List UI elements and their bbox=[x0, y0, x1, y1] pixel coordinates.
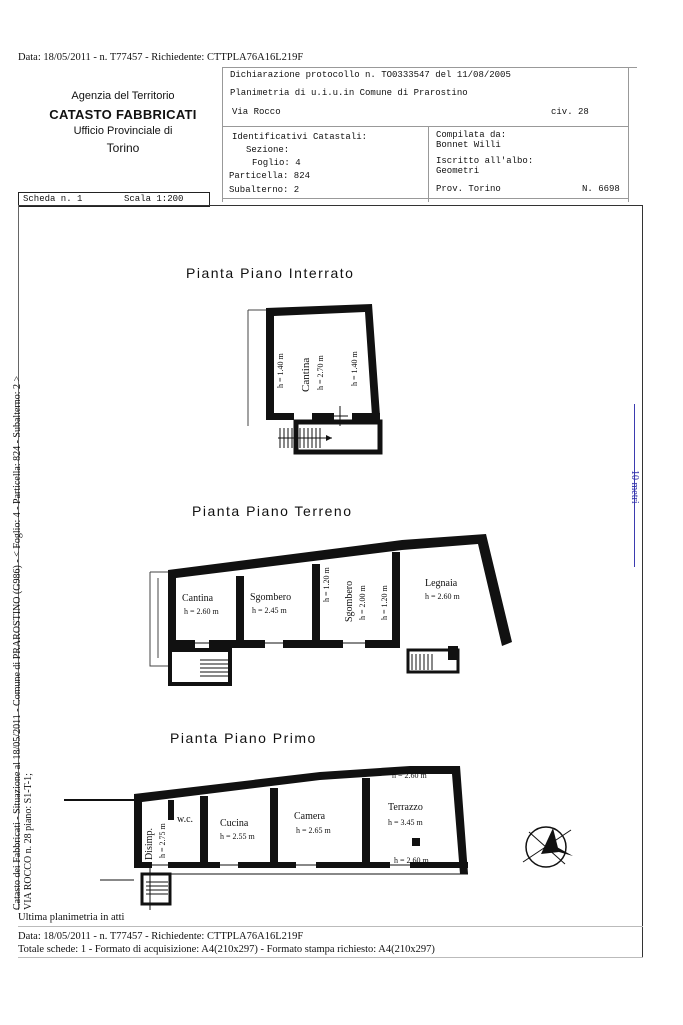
primo-cucina-h: h = 2.55 m bbox=[220, 832, 255, 841]
interrato-plan bbox=[247, 304, 383, 455]
frame-line bbox=[18, 205, 19, 910]
primo-camera-h: h = 2.65 m bbox=[296, 826, 331, 835]
primo-title: Pianta Piano Primo bbox=[170, 730, 317, 746]
registration-number: N. 6698 bbox=[582, 184, 620, 194]
terreno-cantina-h: h = 2.60 m bbox=[184, 607, 219, 616]
civic-number: civ. 28 bbox=[551, 107, 589, 117]
primo-room-cucina: Cucina bbox=[220, 818, 249, 829]
planimetry-line: Planimetria di u.i.u.in Comune di Praros… bbox=[230, 88, 468, 98]
interrato-h-left: h = 1.40 m bbox=[276, 353, 285, 388]
primo-h-top: h = 2.60 m bbox=[392, 771, 427, 780]
primo-room-camera: Camera bbox=[294, 811, 326, 822]
foglio: Foglio: 4 bbox=[252, 158, 301, 168]
registered-value: Geometri bbox=[436, 166, 480, 176]
frame-line bbox=[222, 126, 628, 127]
north-compass-icon bbox=[522, 826, 573, 868]
frame-line bbox=[222, 67, 637, 68]
scale-bar bbox=[634, 404, 635, 567]
primo-room-terrazzo: Terrazzo bbox=[388, 802, 423, 813]
agency-office: Ufficio Provinciale di bbox=[73, 125, 173, 137]
footer-totale: Totale schede: 1 - Formato di acquisizio… bbox=[18, 944, 435, 955]
request-line: Data: 18/05/2011 - n. T77457 - Richieden… bbox=[18, 52, 304, 63]
primo-terrazzo-h: h = 3.45 m bbox=[388, 818, 423, 827]
agency-name: Agenzia del Territorio bbox=[71, 90, 175, 102]
interrato-h-main: h = 2.70 m bbox=[316, 355, 325, 390]
registered-label: Iscritto all'albo: bbox=[436, 156, 534, 166]
terreno-plan bbox=[149, 534, 512, 686]
primo-plan bbox=[64, 766, 468, 910]
sezione: Sezione: bbox=[246, 145, 290, 155]
primo-h-bottom: h = 2.60 m bbox=[394, 856, 429, 865]
terreno-legnaia-h: h = 2.60 m bbox=[425, 592, 460, 601]
primo-room-disimp: Disimp. bbox=[144, 828, 155, 860]
ident-title: Identificativi Catastali: bbox=[232, 132, 368, 142]
frame-line bbox=[18, 957, 643, 958]
side-line-1: Catasto dei Fabbricati - Situazione al 1… bbox=[12, 375, 23, 910]
frame-line bbox=[18, 205, 643, 206]
scala: Scala 1:200 bbox=[124, 194, 184, 204]
frame-line bbox=[18, 926, 643, 927]
terreno-h-120-b: h = 1.20 m bbox=[380, 585, 389, 620]
agency-catasto: CATASTO FABBRICATI bbox=[49, 107, 197, 122]
frame-line bbox=[428, 126, 429, 202]
compiled-label: Compilata da: bbox=[436, 130, 507, 140]
street-line: Via Rocco bbox=[232, 107, 281, 117]
interrato-title: Pianta Piano Interrato bbox=[186, 265, 355, 281]
terreno-title: Pianta Piano Terreno bbox=[192, 503, 353, 519]
frame-line bbox=[628, 67, 629, 202]
terreno-room-sgombero-1: Sgombero bbox=[250, 592, 292, 603]
scheda-box bbox=[18, 192, 210, 207]
scale-bar-label: 10 metri bbox=[629, 470, 640, 504]
primo-disimp-h: h = 2.75 m bbox=[158, 823, 167, 858]
interrato-room-cantina: Cantina bbox=[300, 357, 312, 392]
terreno-room-legnaia: Legnaia bbox=[425, 578, 458, 589]
terreno-sgombero-1-h: h = 2.45 m bbox=[252, 606, 287, 615]
frame-line bbox=[222, 67, 223, 202]
last-planimetry: Ultima planimetria in atti bbox=[18, 912, 125, 923]
scheda: Scheda n. 1 bbox=[23, 194, 83, 204]
terreno-room-cantina: Cantina bbox=[182, 593, 214, 604]
terreno-sgombero-2-h: h = 2.00 m bbox=[358, 585, 367, 620]
particella: Particella: 824 bbox=[229, 171, 311, 181]
agency-city: Torino bbox=[106, 141, 140, 155]
side-line-2: VIA ROCCO n. 28 piano: S1-T-1; bbox=[23, 773, 34, 910]
terreno-h-120-a: h = 1.20 m bbox=[322, 567, 331, 602]
subalterno: Subalterno: 2 bbox=[229, 185, 300, 195]
interrato-h-right: h = 1.40 m bbox=[350, 351, 359, 386]
primo-room-wc: w.c. bbox=[177, 814, 194, 825]
frame-line bbox=[222, 198, 628, 199]
frame-line bbox=[642, 205, 643, 957]
compiled-name: Bonnet Willi bbox=[436, 140, 501, 150]
protocol-line: Dichiarazione protocollo n. TO0333547 de… bbox=[230, 70, 511, 80]
province: Prov. Torino bbox=[436, 184, 501, 194]
footer-data: Data: 18/05/2011 - n. T77457 - Richieden… bbox=[18, 931, 304, 942]
terreno-room-sgombero-2: Sgombero bbox=[344, 580, 355, 622]
side-situation-text: Catasto dei Fabbricati - Situazione al 1… bbox=[12, 290, 34, 910]
